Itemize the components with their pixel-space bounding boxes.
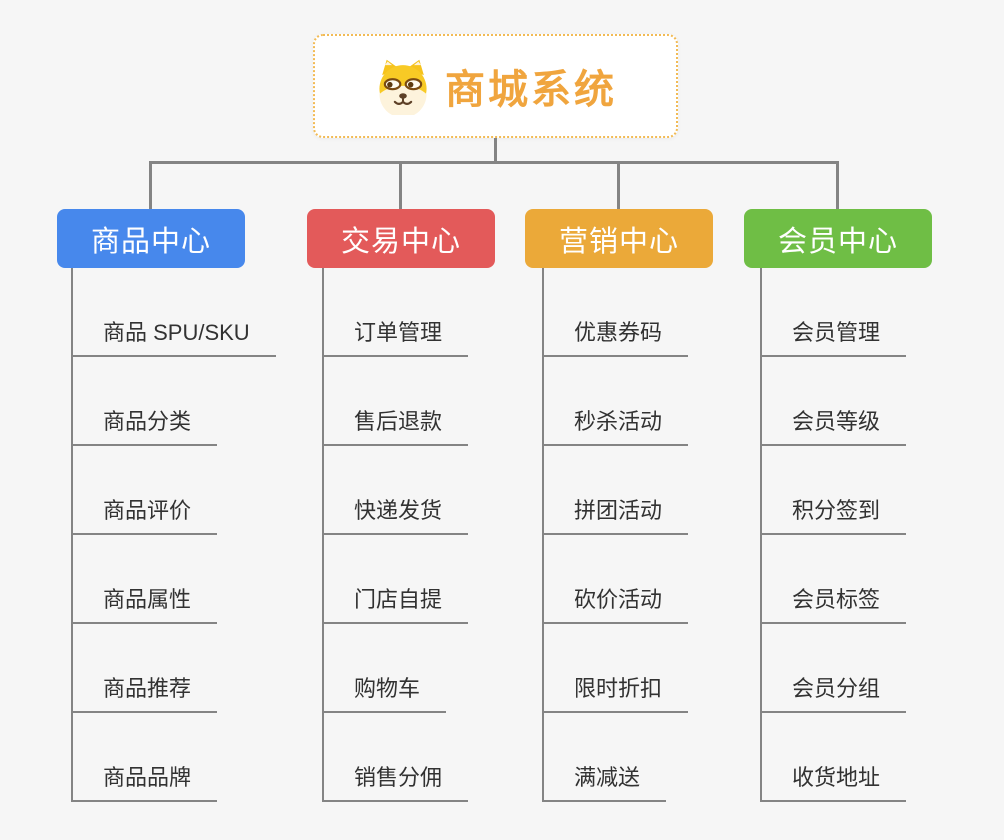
leaf-node[interactable]: 积分签到	[760, 497, 907, 535]
leaf-node[interactable]: 销售分佣	[322, 764, 469, 802]
leaf-node[interactable]: 快递发货	[322, 497, 469, 535]
root-node[interactable]: 商城系统	[313, 34, 678, 138]
leaf-node[interactable]: 商品评价	[71, 497, 218, 535]
leaf-node[interactable]: 会员分组	[760, 675, 907, 713]
leaf-node[interactable]: 满减送	[542, 764, 667, 802]
dog-face-icon	[374, 57, 432, 115]
leaf-node[interactable]: 售后退款	[322, 408, 469, 446]
branch-node-4[interactable]: 会员中心	[744, 209, 932, 268]
leaf-node[interactable]: 秒杀活动	[542, 408, 689, 446]
connector-horizontal-rail	[149, 161, 839, 164]
connector-branch-drop	[149, 162, 152, 210]
connector-branch-trunk	[760, 268, 762, 802]
leaf-node[interactable]: 门店自提	[322, 586, 469, 624]
leaf-node[interactable]: 拼团活动	[542, 497, 689, 535]
leaf-node[interactable]: 商品属性	[71, 586, 218, 624]
leaf-node[interactable]: 订单管理	[322, 319, 469, 357]
leaf-node[interactable]: 优惠券码	[542, 319, 689, 357]
connector-root-stub	[494, 138, 497, 162]
leaf-node[interactable]: 商品品牌	[71, 764, 218, 802]
leaf-node[interactable]: 商品推荐	[71, 675, 218, 713]
leaf-node[interactable]: 砍价活动	[542, 586, 689, 624]
connector-branch-trunk	[71, 268, 73, 802]
root-title: 商城系统	[445, 68, 617, 112]
connector-branch-drop	[617, 162, 620, 210]
connector-branch-trunk	[542, 268, 544, 802]
leaf-node[interactable]: 会员等级	[760, 408, 907, 446]
branch-node-2[interactable]: 交易中心	[307, 209, 495, 268]
branch-label: 交易中心	[340, 225, 461, 258]
leaf-node[interactable]: 收货地址	[760, 764, 907, 802]
branch-label: 营销中心	[558, 225, 679, 258]
leaf-node[interactable]: 购物车	[322, 675, 447, 713]
leaf-node[interactable]: 商品分类	[71, 408, 218, 446]
leaf-node[interactable]: 商品 SPU/SKU	[71, 319, 276, 357]
branch-node-1[interactable]: 商品中心	[57, 209, 245, 268]
connector-branch-drop	[836, 162, 839, 210]
branch-node-3[interactable]: 营销中心	[525, 209, 713, 268]
branch-label: 商品中心	[90, 225, 211, 258]
leaf-node[interactable]: 会员管理	[760, 319, 907, 357]
connector-branch-trunk	[322, 268, 324, 802]
leaf-node[interactable]: 限时折扣	[542, 675, 689, 713]
connector-branch-drop	[399, 162, 402, 210]
branch-label: 会员中心	[777, 225, 898, 258]
leaf-node[interactable]: 会员标签	[760, 586, 907, 624]
